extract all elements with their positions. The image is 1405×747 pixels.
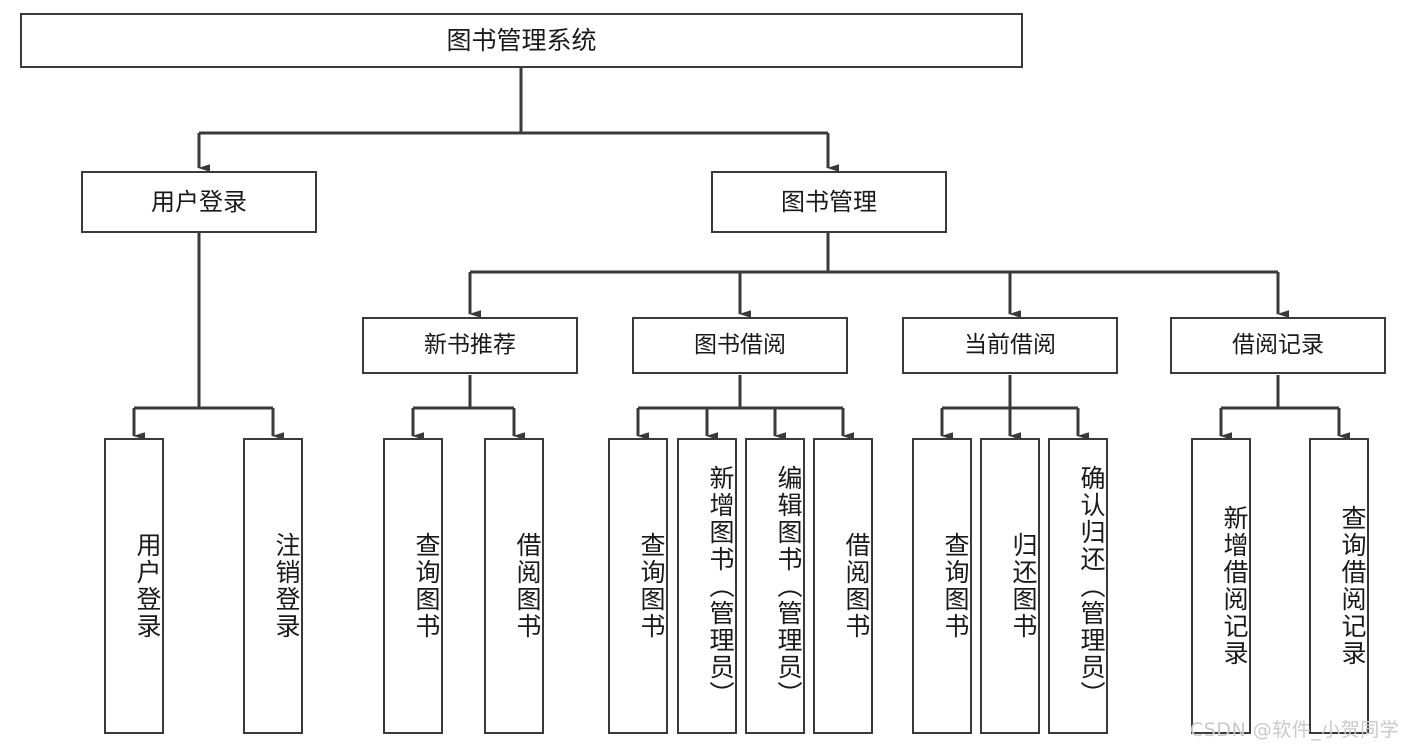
leaf-borrow-book-recommend-label: 借阅图书 bbox=[513, 532, 542, 640]
leaf-user-login-label: 用户登录 bbox=[133, 532, 162, 640]
node-book-management[interactable]: 图书管理 bbox=[711, 171, 947, 233]
leaf-confirm-return-admin-label: 确认归还（管理员） bbox=[1077, 464, 1106, 708]
node-new-book-recommend[interactable]: 新书推荐 bbox=[362, 317, 578, 374]
node-book-borrow[interactable]: 图书借阅 bbox=[632, 317, 848, 374]
leaf-query-book-current[interactable]: 查询图书 bbox=[912, 438, 972, 734]
node-root-label: 图书管理系统 bbox=[446, 25, 597, 55]
leaf-query-book-borrow[interactable]: 查询图书 bbox=[608, 438, 668, 734]
leaf-query-borrow-record[interactable]: 查询借阅记录 bbox=[1309, 438, 1369, 734]
leaf-query-book-recommend[interactable]: 查询图书 bbox=[383, 438, 443, 734]
leaf-edit-book-admin[interactable]: 编辑图书（管理员） bbox=[745, 438, 805, 734]
node-user-login-label: 用户登录 bbox=[151, 187, 247, 216]
leaf-return-book[interactable]: 归还图书 bbox=[980, 438, 1040, 734]
leaf-borrow-book[interactable]: 借阅图书 bbox=[813, 438, 873, 734]
leaf-logout-label: 注销登录 bbox=[272, 532, 301, 640]
node-current-borrow[interactable]: 当前借阅 bbox=[902, 317, 1118, 374]
node-user-login[interactable]: 用户登录 bbox=[81, 171, 317, 233]
leaf-confirm-return-admin[interactable]: 确认归还（管理员） bbox=[1048, 438, 1108, 734]
node-borrow-record-label: 借阅记录 bbox=[1232, 331, 1324, 358]
csdn-watermark: CSDN @软件_小贺同学 bbox=[1190, 719, 1400, 741]
leaf-borrow-book-recommend[interactable]: 借阅图书 bbox=[484, 438, 544, 734]
leaf-borrow-book-label: 借阅图书 bbox=[842, 532, 871, 640]
leaf-add-book-admin[interactable]: 新增图书（管理员） bbox=[677, 438, 737, 734]
leaf-logout[interactable]: 注销登录 bbox=[243, 438, 303, 734]
node-borrow-record[interactable]: 借阅记录 bbox=[1170, 317, 1386, 374]
node-new-book-recommend-label: 新书推荐 bbox=[424, 331, 516, 358]
leaf-add-book-admin-label: 新增图书（管理员） bbox=[706, 464, 735, 708]
leaf-query-book-recommend-label: 查询图书 bbox=[412, 532, 441, 640]
node-book-management-label: 图书管理 bbox=[781, 187, 877, 216]
leaf-edit-book-admin-label: 编辑图书（管理员） bbox=[774, 464, 803, 708]
node-root[interactable]: 图书管理系统 bbox=[20, 13, 1023, 68]
leaf-query-borrow-record-label: 查询借阅记录 bbox=[1338, 505, 1367, 667]
leaf-query-book-current-label: 查询图书 bbox=[941, 532, 970, 640]
node-book-borrow-label: 图书借阅 bbox=[694, 331, 786, 358]
node-current-borrow-label: 当前借阅 bbox=[964, 331, 1056, 358]
leaf-add-borrow-record-label: 新增借阅记录 bbox=[1220, 505, 1249, 667]
leaf-return-book-label: 归还图书 bbox=[1009, 532, 1038, 640]
leaf-query-book-borrow-label: 查询图书 bbox=[637, 532, 666, 640]
leaf-add-borrow-record[interactable]: 新增借阅记录 bbox=[1191, 438, 1251, 734]
leaf-user-login[interactable]: 用户登录 bbox=[104, 438, 164, 734]
